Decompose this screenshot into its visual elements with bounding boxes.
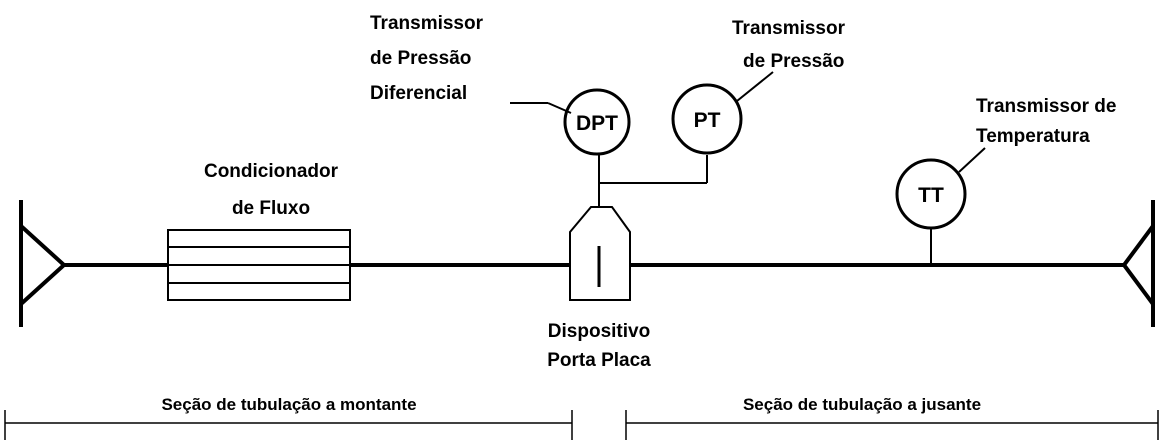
dpt-label-line1: Transmissor [370, 13, 484, 34]
impulse-lines [598, 153, 708, 184]
pt-label-line2: de Pressão [743, 51, 844, 72]
leader-lines [510, 71, 986, 173]
tt-instrument: TT [895, 158, 967, 265]
dpt-instrument: DPT [563, 88, 631, 156]
device-label-line2: Porta Placa [547, 350, 651, 371]
tt-label-line1: Transmissor de [976, 96, 1116, 117]
orifice-plate-holder [569, 170, 631, 301]
flow-conditioner [167, 229, 351, 301]
conditioner-label: Condicionador de Fluxo [204, 161, 339, 219]
upstream-section-label: Seção de tubulação a montante [161, 395, 416, 414]
downstream-section-label: Seção de tubulação a jusante [743, 395, 981, 414]
pt-tag: PT [694, 109, 721, 132]
dpt-label-line3: Diferencial [370, 83, 467, 104]
conditioner-label-line1: Condicionador [204, 161, 339, 182]
left-flange [19, 200, 67, 327]
downstream-section: Seção de tubulação a jusante [625, 395, 1159, 440]
device-label: Dispositivo Porta Placa [547, 321, 651, 371]
dpt-tag: DPT [576, 112, 618, 135]
dpt-label-line2: de Pressão [370, 48, 471, 69]
tt-tag: TT [918, 184, 944, 207]
conditioner-label-line2: de Fluxo [232, 198, 310, 219]
tt-label-line2: Temperatura [976, 126, 1090, 147]
device-label-line1: Dispositivo [548, 321, 650, 342]
tt-label: Transmissor de Temperatura [976, 96, 1116, 147]
pt-instrument: PT [671, 83, 743, 155]
dpt-label: Transmissor de Pressão Diferencial [370, 13, 484, 104]
right-flange [1121, 200, 1155, 327]
pt-label: Transmissor de Pressão [732, 18, 846, 72]
upstream-section: Seção de tubulação a montante [4, 395, 573, 440]
pt-label-line1: Transmissor [732, 18, 846, 39]
